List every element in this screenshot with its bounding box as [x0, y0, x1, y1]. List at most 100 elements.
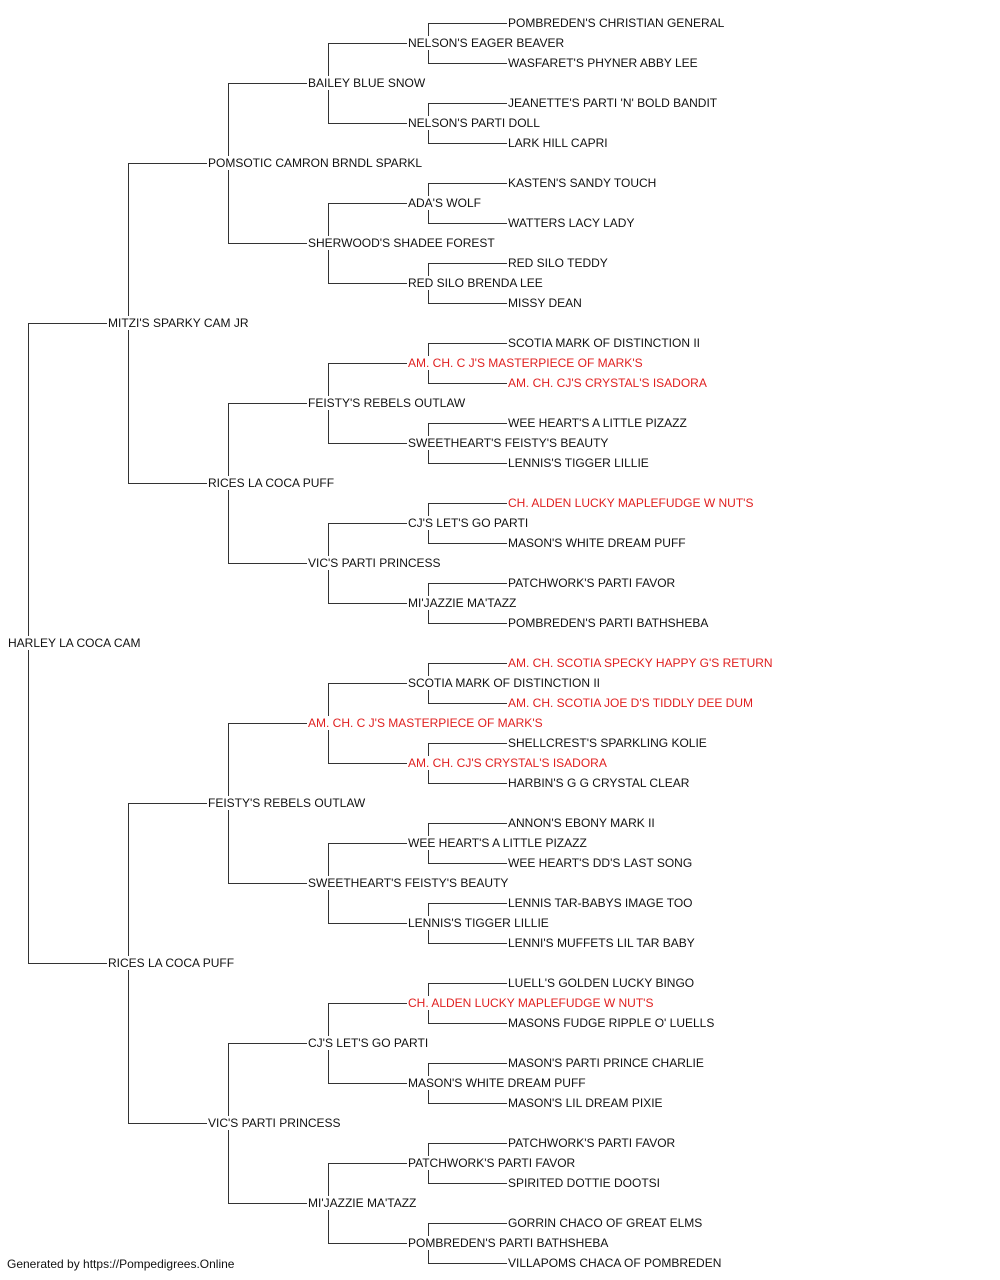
connector-horizontal	[428, 743, 507, 744]
connector-horizontal	[428, 1063, 507, 1064]
dog-name: CH. ALDEN LUCKY MAPLEFUDGE W NUT'S	[407, 996, 655, 1010]
connector-horizontal	[428, 63, 507, 64]
dog-name: SCOTIA MARK OF DISTINCTION II	[507, 336, 702, 350]
connector-horizontal	[228, 243, 307, 244]
dog-name: CH. ALDEN LUCKY MAPLEFUDGE W NUT'S	[507, 496, 755, 510]
dog-name: JEANETTE'S PARTI 'N' BOLD BANDIT	[507, 96, 719, 110]
dog-name: MASON'S WHITE DREAM PUFF	[407, 1076, 587, 1090]
connector-horizontal	[328, 763, 407, 764]
connector-horizontal	[328, 603, 407, 604]
connector-horizontal	[328, 43, 407, 44]
connector-horizontal	[428, 543, 507, 544]
dog-name: POMBREDEN'S CHRISTIAN GENERAL	[507, 16, 726, 30]
dog-name: POMBREDEN'S PARTI BATHSHEBA	[407, 1236, 610, 1250]
dog-name: PATCHWORK'S PARTI FAVOR	[407, 1156, 577, 1170]
dog-name: CJ'S LET'S GO PARTI	[407, 516, 530, 530]
dog-name: WEE HEART'S A LITTLE PIZAZZ	[407, 836, 588, 850]
dog-name: VIC'S PARTI PRINCESS	[207, 1116, 342, 1130]
connector-horizontal	[128, 163, 207, 164]
dog-name: MITZI'S SPARKY CAM JR	[107, 316, 250, 330]
connector-horizontal	[328, 1083, 407, 1084]
connector-horizontal	[328, 203, 407, 204]
dog-name: FEISTY'S REBELS OUTLAW	[207, 796, 367, 810]
dog-name: WEE HEART'S A LITTLE PIZAZZ	[507, 416, 688, 430]
connector-horizontal	[428, 1103, 507, 1104]
dog-name: NELSON'S EAGER BEAVER	[407, 36, 566, 50]
connector-horizontal	[428, 183, 507, 184]
connector-horizontal	[428, 703, 507, 704]
dog-name: FEISTY'S REBELS OUTLAW	[307, 396, 467, 410]
connector-horizontal	[428, 143, 507, 144]
dog-name: BAILEY BLUE SNOW	[307, 76, 427, 90]
connector-horizontal	[428, 303, 507, 304]
connector-horizontal	[228, 83, 307, 84]
connector-horizontal	[328, 1003, 407, 1004]
connector-horizontal	[428, 1143, 507, 1144]
connector-horizontal	[428, 1183, 507, 1184]
dog-name: RICES LA COCA PUFF	[207, 476, 336, 490]
connector-horizontal	[428, 663, 507, 664]
connector-horizontal	[428, 983, 507, 984]
connector-horizontal	[128, 803, 207, 804]
dog-name: RED SILO BRENDA LEE	[407, 276, 544, 290]
dog-name: HARBIN'S G G CRYSTAL CLEAR	[507, 776, 691, 790]
dog-name: LENNIS TAR-BABYS IMAGE TOO	[507, 896, 694, 910]
connector-horizontal	[428, 463, 507, 464]
footer-credit: Generated by https://Pompedigrees.Online	[7, 1257, 235, 1271]
connector-horizontal	[328, 923, 407, 924]
connector-horizontal	[228, 723, 307, 724]
dog-name: AM. CH. C J'S MASTERPIECE OF MARK'S	[307, 716, 544, 730]
connector-horizontal	[328, 1243, 407, 1244]
connector-horizontal	[328, 523, 407, 524]
dog-name: MASONS FUDGE RIPPLE O' LUELLS	[507, 1016, 716, 1030]
connector-horizontal	[328, 123, 407, 124]
dog-name: POMSOTIC CAMRON BRNDL SPARKL	[207, 156, 424, 170]
dog-name: KASTEN'S SANDY TOUCH	[507, 176, 658, 190]
dog-name: SHELLCREST'S SPARKLING KOLIE	[507, 736, 708, 750]
connector-horizontal	[428, 623, 507, 624]
dog-name: POMBREDEN'S PARTI BATHSHEBA	[507, 616, 710, 630]
connector-horizontal	[428, 383, 507, 384]
dog-name: LARK HILL CAPRI	[507, 136, 609, 150]
dog-name: VIC'S PARTI PRINCESS	[307, 556, 442, 570]
dog-name: AM. CH. CJ'S CRYSTAL'S ISADORA	[407, 756, 608, 770]
dog-name: SCOTIA MARK OF DISTINCTION II	[407, 676, 602, 690]
dog-name: AM. CH. C J'S MASTERPIECE OF MARK'S	[407, 356, 644, 370]
dog-name: SWEETHEART'S FEISTY'S BEAUTY	[407, 436, 610, 450]
connector-horizontal	[428, 783, 507, 784]
connector-horizontal	[228, 1203, 307, 1204]
connector-horizontal	[428, 1263, 507, 1264]
connector-horizontal	[428, 23, 507, 24]
connector-horizontal	[328, 683, 407, 684]
dog-name: MI'JAZZIE MA'TAZZ	[307, 1196, 418, 1210]
dog-name: AM. CH. SCOTIA JOE D'S TIDDLY DEE DUM	[507, 696, 754, 710]
connector-horizontal	[428, 503, 507, 504]
dog-name: WEE HEART'S DD'S LAST SONG	[507, 856, 694, 870]
dog-name: CJ'S LET'S GO PARTI	[307, 1036, 430, 1050]
dog-name: HARLEY LA COCA CAM	[7, 636, 142, 650]
dog-name: SPIRITED DOTTIE DOOTSI	[507, 1176, 662, 1190]
connector-horizontal	[228, 1043, 307, 1044]
connector-horizontal	[428, 1223, 507, 1224]
connector-horizontal	[328, 363, 407, 364]
connector-horizontal	[328, 843, 407, 844]
dog-name: RICES LA COCA PUFF	[107, 956, 236, 970]
dog-name: VILLAPOMS CHACA OF POMBREDEN	[507, 1256, 723, 1270]
connector-horizontal	[28, 963, 107, 964]
dog-name: PATCHWORK'S PARTI FAVOR	[507, 576, 677, 590]
dog-name: MI'JAZZIE MA'TAZZ	[407, 596, 518, 610]
dog-name: AM. CH. SCOTIA SPECKY HAPPY G'S RETURN	[507, 656, 774, 670]
connector-horizontal	[228, 403, 307, 404]
dog-name: GORRIN CHACO OF GREAT ELMS	[507, 1216, 704, 1230]
connector-horizontal	[428, 903, 507, 904]
connector-horizontal	[428, 263, 507, 264]
dog-name: PATCHWORK'S PARTI FAVOR	[507, 1136, 677, 1150]
dog-name: SWEETHEART'S FEISTY'S BEAUTY	[307, 876, 510, 890]
dog-name: MASON'S WHITE DREAM PUFF	[507, 536, 687, 550]
connector-horizontal	[228, 563, 307, 564]
dog-name: ANNON'S EBONY MARK II	[507, 816, 656, 830]
dog-name: MISSY DEAN	[507, 296, 583, 310]
dog-name: LUELL'S GOLDEN LUCKY BINGO	[507, 976, 696, 990]
connector-horizontal	[228, 883, 307, 884]
